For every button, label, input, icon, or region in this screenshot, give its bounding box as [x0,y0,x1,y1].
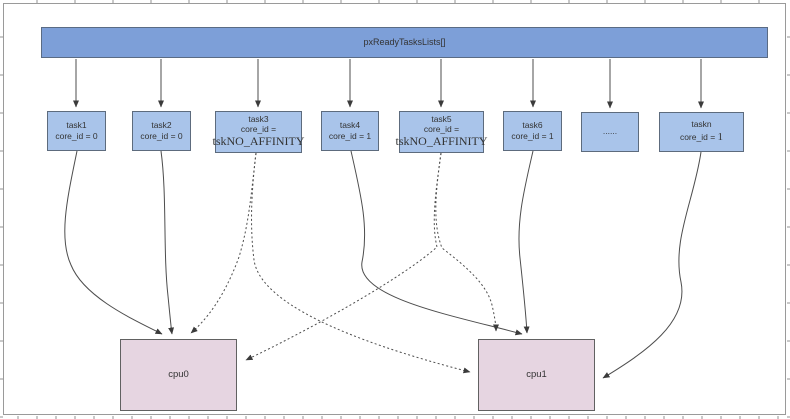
ruler-ticks-top [0,0,790,3]
cpu-box-cpu0: cpu0 [120,339,237,411]
ruler-ticks-bottom [0,416,790,419]
task-core-value: 1 [717,131,724,144]
task-core-id: core_id = [423,124,460,135]
task-name: task3 [248,114,269,125]
task-core-id: core_id = 1 [511,131,554,141]
ruler-ticks-left [0,0,3,419]
task-name: taskn [691,119,712,130]
ready-tasks-list-bar: pxReadyTasksLists[] [41,27,768,58]
task-box-task6: task6 core_id = 1 [503,111,562,151]
ellipsis-label: ...... [602,126,618,137]
cpu-label: cpu1 [526,368,547,380]
cpu-box-cpu1: cpu1 [478,339,595,411]
task-core-id: core_id = 0 [55,131,98,141]
task-affinity: tskNO_AFFINITY [212,133,305,148]
task-box-task1: task1 core_id = 0 [47,111,106,151]
task-box-task5: task5 core_id = tskNO_AFFINITY [396,111,488,153]
cpu-label: cpu0 [168,368,189,380]
task-core-id: core_id = [240,124,277,135]
canvas-frame [3,3,786,415]
task-core-id: core_id = 1 [328,131,372,141]
task-box-task2: task2 core_id = 0 [132,111,191,151]
task-name: task4 [339,119,361,130]
task-core-id: core_id = 1 [679,131,724,144]
task-box-ellipsis: ...... [581,112,639,152]
task-core-id: core_id = 0 [140,131,183,141]
task-name: task6 [522,119,543,130]
ready-tasks-list-label: pxReadyTasksLists[] [363,36,446,47]
task-name: task1 [66,119,87,130]
task-name: task5 [431,114,452,125]
task-affinity: tskNO_AFFINITY [395,133,488,148]
ruler-ticks-right [787,0,790,419]
task-box-taskn: taskn core_id = 1 [659,112,744,152]
task-box-task4: task4 core_id = 1 [321,111,379,151]
task-box-task3: task3 core_id = tskNO_AFFINITY [212,111,305,153]
task-name: task2 [151,119,172,130]
